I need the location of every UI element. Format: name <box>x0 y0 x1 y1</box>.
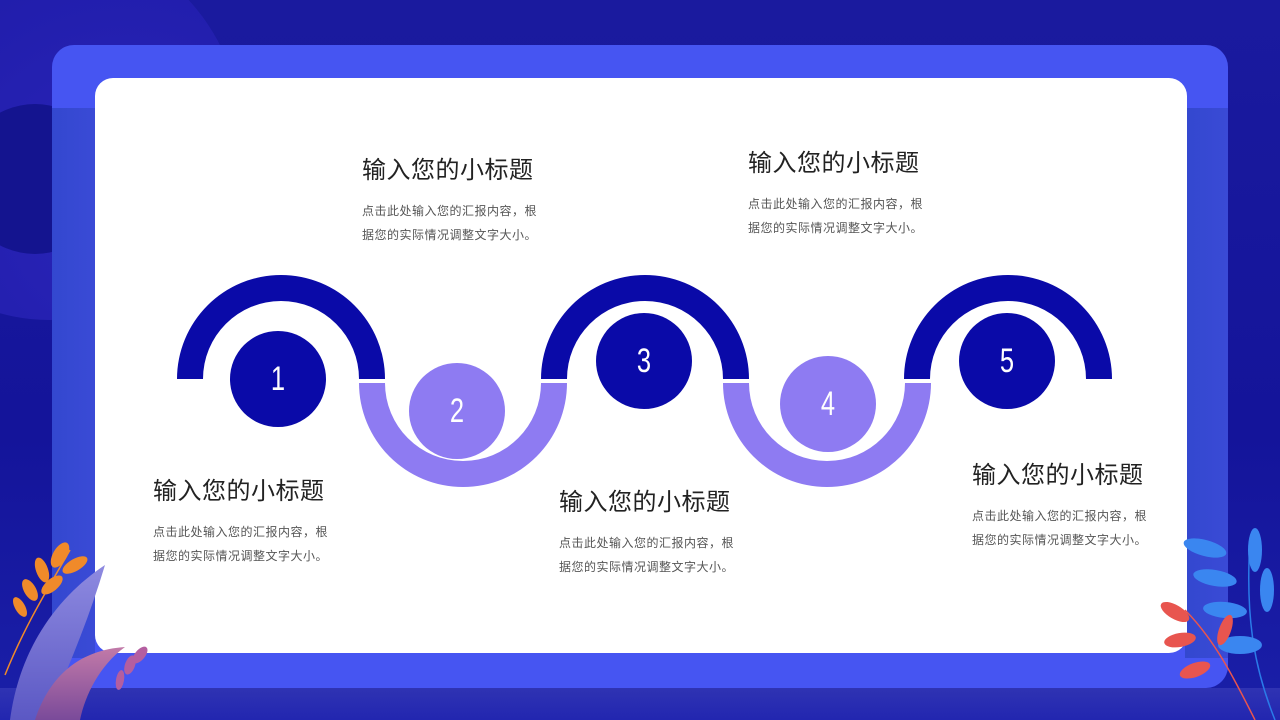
step-block-4: 输入您的小标题 点击此处输入您的汇报内容，根据您的实际情况调整文字大小。 <box>748 148 968 240</box>
step-block-2: 输入您的小标题 点击此处输入您的汇报内容，根据您的实际情况调整文字大小。 <box>362 155 582 247</box>
step-title[interactable]: 输入您的小标题 <box>362 156 534 184</box>
floor-band <box>0 688 1280 720</box>
step-number-4: 4 <box>820 385 836 423</box>
step-title[interactable]: 输入您的小标题 <box>559 488 731 516</box>
arc-3 <box>541 275 749 379</box>
step-block-1: 输入您的小标题 点击此处输入您的汇报内容，根据您的实际情况调整文字大小。 <box>153 476 373 568</box>
step-number-5: 5 <box>999 342 1015 380</box>
step-block-3: 输入您的小标题 点击此处输入您的汇报内容，根据您的实际情况调整文字大小。 <box>559 487 779 579</box>
arc-1 <box>177 275 385 379</box>
step-title[interactable]: 输入您的小标题 <box>153 477 325 505</box>
step-body[interactable]: 点击此处输入您的汇报内容，根据您的实际情况调整文字大小。 <box>362 204 538 242</box>
frame-side-right <box>1185 108 1228 658</box>
step-circle-5 <box>959 313 1055 409</box>
leaf-plant-icon <box>4 542 148 720</box>
step-circle-2 <box>409 363 505 459</box>
step-number-3: 3 <box>636 342 652 380</box>
step-body[interactable]: 点击此处输入您的汇报内容，根据您的实际情况调整文字大小。 <box>559 536 735 574</box>
step-body[interactable]: 点击此处输入您的汇报内容，根据您的实际情况调整文字大小。 <box>972 509 1148 547</box>
step-circle-4 <box>780 356 876 452</box>
step-number-1: 1 <box>270 360 286 398</box>
arc-4 <box>723 383 931 487</box>
arc-5 <box>904 275 1112 379</box>
step-body[interactable]: 点击此处输入您的汇报内容，根据您的实际情况调整文字大小。 <box>748 197 924 235</box>
step-number-2: 2 <box>449 392 465 430</box>
arc-2 <box>359 383 567 487</box>
step-title[interactable]: 输入您的小标题 <box>972 461 1144 489</box>
step-body[interactable]: 点击此处输入您的汇报内容，根据您的实际情况调整文字大小。 <box>153 525 329 563</box>
step-circle-1 <box>230 331 326 427</box>
step-title[interactable]: 输入您的小标题 <box>748 149 920 177</box>
step-block-5: 输入您的小标题 点击此处输入您的汇报内容，根据您的实际情况调整文字大小。 <box>972 460 1192 552</box>
step-circle-3 <box>596 313 692 409</box>
leaf-plant-icon <box>1160 528 1276 720</box>
